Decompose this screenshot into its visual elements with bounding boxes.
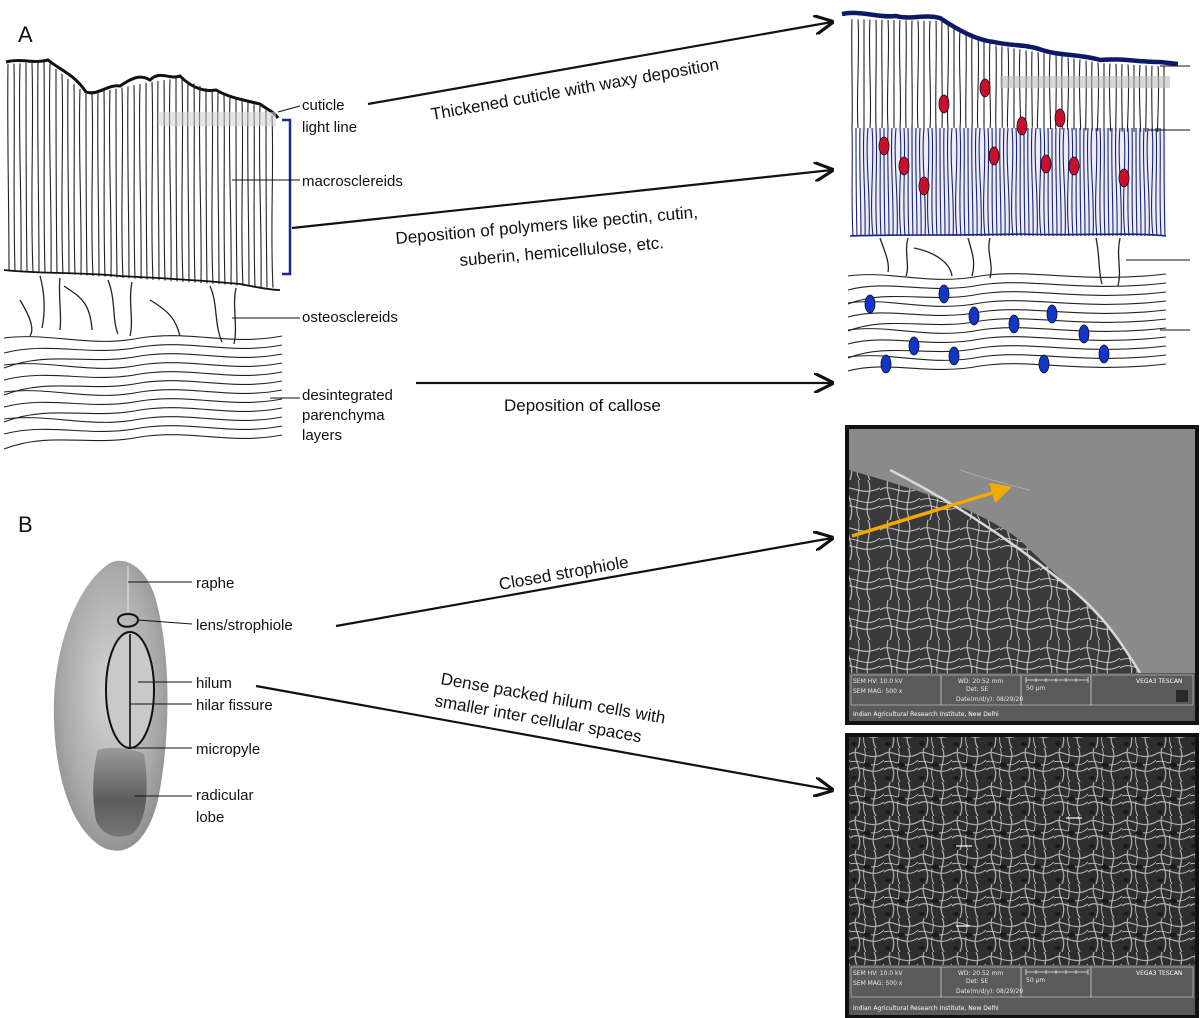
callose-dot — [880, 354, 892, 374]
polymer-deposit-dot — [979, 78, 991, 98]
thickened-cuticle — [841, 10, 1179, 67]
polymer-deposit-dot — [918, 176, 930, 196]
label-cuticle: cuticle — [302, 97, 345, 114]
note-thickened-cuticle: Thickened cuticle with waxy deposition — [429, 55, 720, 124]
radicular-lobe-shape — [93, 747, 147, 837]
arrow-strophiole — [335, 538, 832, 628]
sem-micrograph-strophiole: SEM HV: 10.0 kV WD: 20.52 mm SEM MAG: 50… — [845, 425, 1199, 725]
right-leader-lines — [1126, 65, 1190, 331]
callose-dot — [908, 336, 920, 356]
sem-scale: 50 μm — [1026, 977, 1045, 984]
sem-info-bar — [849, 673, 1195, 721]
label-raphe: raphe — [196, 575, 234, 592]
callose-dot — [864, 294, 876, 314]
sem-scale-bar — [1025, 677, 1089, 683]
arrow-cuticle — [367, 22, 832, 106]
label-lens-strophiole: lens/strophiole — [196, 617, 293, 634]
panel-a-labels: cuticle light line macrosclereids osteos… — [232, 97, 403, 444]
arrow-polymers — [291, 170, 832, 230]
tescan-logo — [1176, 690, 1188, 702]
callose-deposits — [864, 284, 1110, 374]
arrow-hilum — [255, 684, 832, 790]
callose-dot — [948, 346, 960, 366]
seed-coat-section-right — [841, 10, 1190, 374]
sem-mag: SEM MAG: 500 x — [853, 980, 903, 987]
macrosclereid-base-modified — [849, 233, 1167, 237]
parenchyma-layers-modified — [847, 273, 1167, 372]
sem-micrograph-hilum: SEM HV: 10.0 kV WD: 20.52 mm SEM MAG: 50… — [845, 733, 1199, 1018]
sem-scale: 50 μm — [1026, 685, 1045, 692]
macrosclereid-columns-modified — [851, 19, 1165, 133]
cuticle-outline — [5, 58, 280, 119]
callose-dot — [1008, 314, 1020, 334]
light-line-band — [158, 112, 276, 126]
sem-institute: Indian Agricultural Research Institute, … — [853, 711, 999, 718]
callose-dot — [1098, 344, 1110, 364]
sem-info-bar — [849, 965, 1195, 1015]
note-closed-strophiole: Closed strophiole — [497, 552, 630, 594]
sem-wd: WD: 20.52 mm — [958, 678, 1003, 685]
label-parenchyma-line3: layers — [302, 427, 342, 444]
note-callose: Deposition of callose — [504, 396, 661, 415]
sem-wd: WD: 20.52 mm — [958, 970, 1003, 977]
polymer-deposit-dot — [938, 94, 950, 114]
strophiole-smooth-surface — [849, 429, 1195, 673]
polymer-deposit-dot — [1118, 168, 1130, 188]
seed-hilum-diagram — [53, 560, 168, 851]
intercellular-space-markers — [956, 817, 1082, 927]
sem-date: Date(m/d/y): 08/29/20 — [956, 696, 1023, 703]
sem-det: Det: SE — [966, 686, 988, 693]
sem-det: Det: SE — [966, 978, 988, 985]
label-hilum: hilum — [196, 675, 232, 692]
strophiole-pointer-arrow — [851, 482, 1013, 538]
seed-coat-section-left — [3, 58, 292, 450]
polymer-deposit-dot — [878, 136, 890, 156]
label-micropyle: micropyle — [196, 741, 260, 758]
macrosclereid-columns — [7, 62, 274, 288]
polymer-deposit-dot — [1068, 156, 1080, 176]
macrosclereid-bracket — [282, 118, 292, 276]
label-radicular-line2: lobe — [196, 809, 224, 826]
polymer-deposit-dot — [898, 156, 910, 176]
sem-date: Date(m/d/y): 08/29/20 — [956, 988, 1023, 995]
sem-scale-bar — [1025, 969, 1089, 975]
osteosclereid-cells-modified — [879, 237, 1121, 287]
polymer-deposit-lines — [851, 127, 1166, 237]
panel-a-arrows — [291, 22, 832, 383]
sem-hv: SEM HV: 10.0 kV — [853, 970, 903, 977]
polymer-deposit-dot — [1054, 108, 1066, 128]
sem-info-grid — [850, 966, 1194, 998]
panel-b-labels: raphe lens/strophiole hilum hilar fissur… — [128, 575, 293, 826]
sem-institute: Indian Agricultural Research Institute, … — [853, 1005, 999, 1012]
label-parenchyma-line1: desintegrated — [302, 387, 393, 404]
sem-brand: VEGA3 TESCAN — [1136, 678, 1182, 685]
panel-label-a: A — [18, 22, 33, 47]
sem-mag: SEM MAG: 500 x — [853, 688, 903, 695]
sem-info-grid — [850, 674, 1194, 706]
label-hilar-fissure: hilar fissure — [196, 697, 273, 714]
polymer-deposit-dot — [1040, 154, 1052, 174]
osteosclereid-cells — [19, 275, 237, 345]
callose-dot — [938, 284, 950, 304]
polymer-deposit-dot — [988, 146, 1000, 166]
callose-dot — [1078, 324, 1090, 344]
parenchyma-layers — [3, 335, 283, 450]
light-line-band-modified — [1000, 76, 1170, 88]
label-osteosclereids: osteosclereids — [302, 309, 398, 326]
label-radicular-line1: radicular — [196, 787, 254, 804]
sem-brand: VEGA3 TESCAN — [1136, 970, 1182, 977]
label-macrosclereids: macrosclereids — [302, 173, 403, 190]
label-parenchyma-line2: parenchyma — [302, 407, 385, 424]
panel-b-arrows — [255, 538, 832, 790]
callose-dot — [968, 306, 980, 326]
polymer-deposit-dot — [1016, 116, 1028, 136]
macrosclereid-base — [3, 269, 281, 291]
polymer-deposits — [878, 78, 1130, 196]
sem-hv: SEM HV: 10.0 kV — [853, 678, 903, 685]
callose-dot — [1046, 304, 1058, 324]
callose-dot — [1038, 354, 1050, 374]
label-light-line: light line — [302, 119, 357, 136]
panel-label-b: B — [18, 512, 33, 537]
